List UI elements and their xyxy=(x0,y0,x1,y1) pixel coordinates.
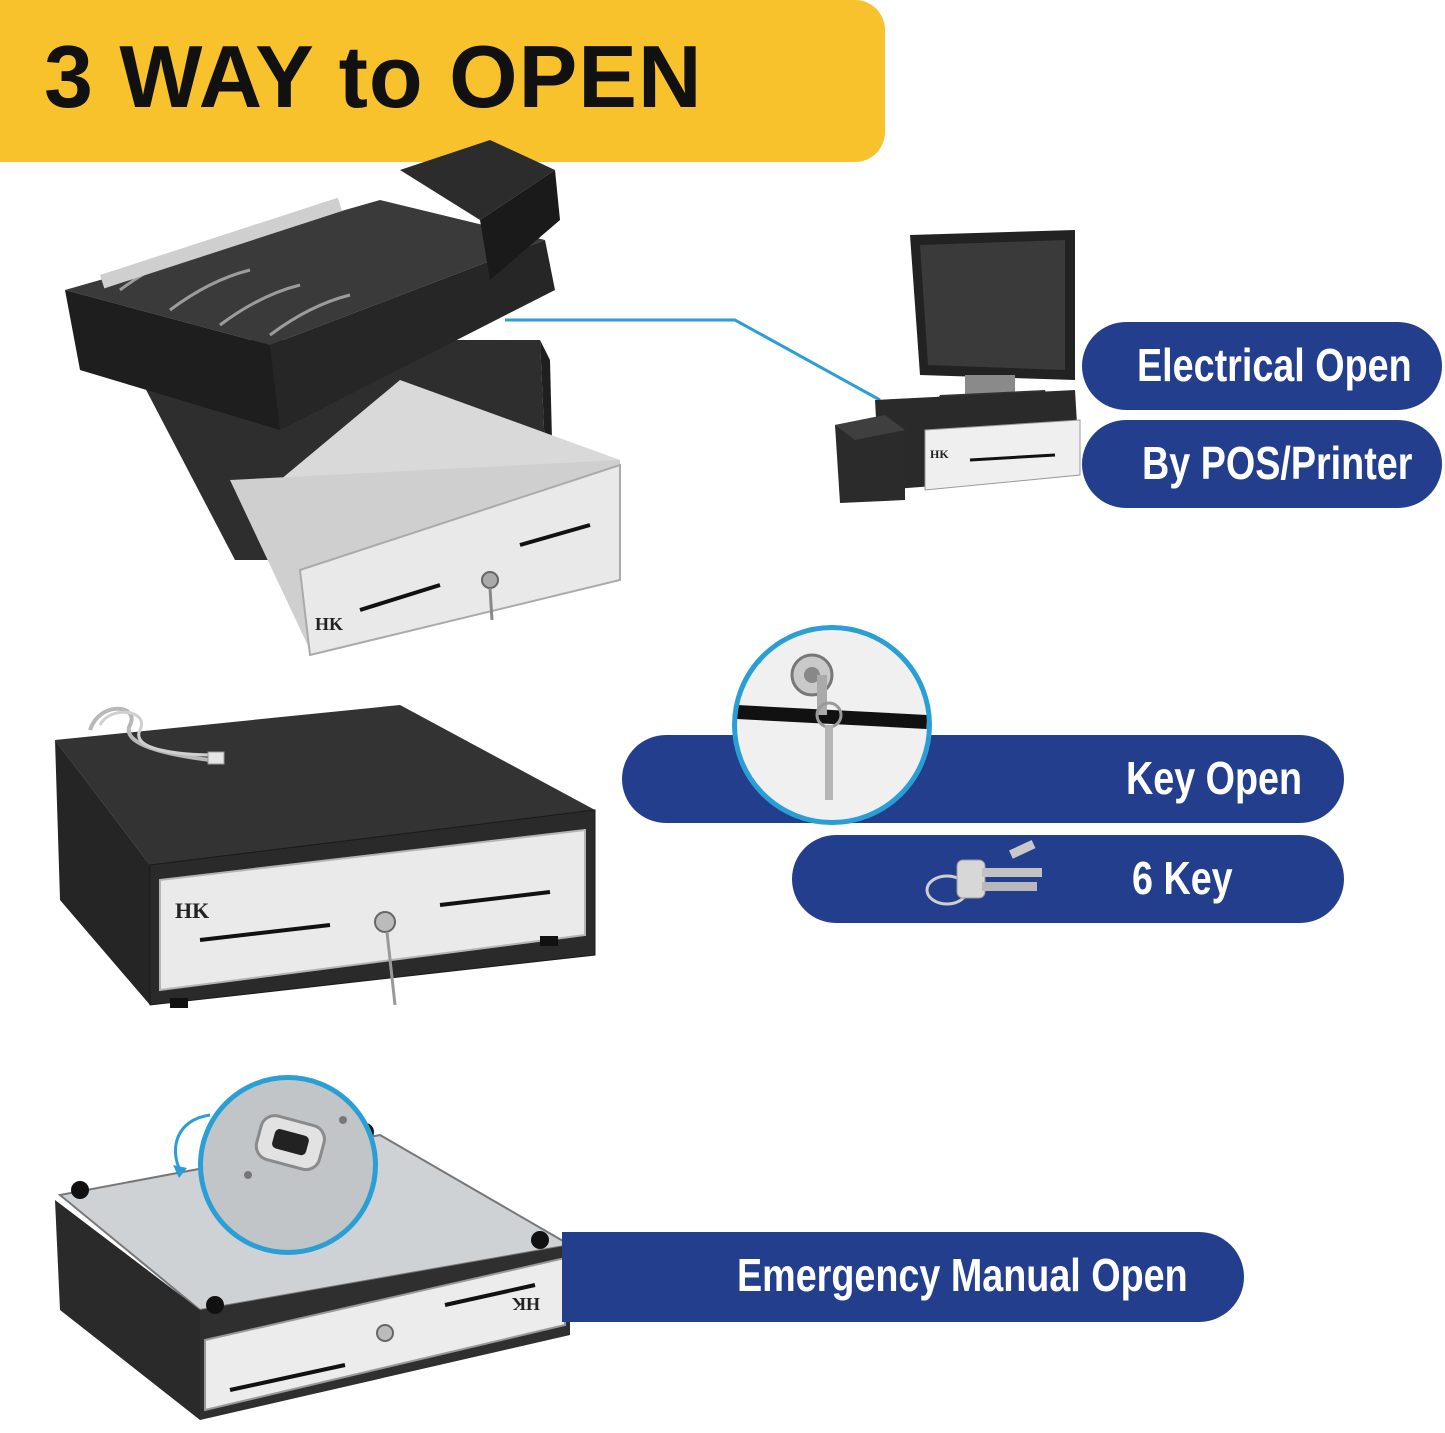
pos-terminal-image: HK xyxy=(875,230,1081,491)
svg-text:HK: HK xyxy=(512,1294,540,1314)
svg-text:HK: HK xyxy=(315,614,343,634)
by-pos-printer-label: By POS/Printer xyxy=(1142,437,1413,489)
svg-text:HK: HK xyxy=(930,447,949,461)
electrical-open-label: Electrical Open xyxy=(1137,339,1412,391)
page-title: 3 WAY to OPEN xyxy=(44,27,703,126)
six-key-pill: 6 Key xyxy=(792,835,1344,923)
keys-icon xyxy=(925,839,1042,906)
key-open-label: Key Open xyxy=(1126,752,1303,804)
curved-arrow-icon xyxy=(173,1113,211,1178)
cable-icon xyxy=(88,706,225,765)
release-lever-zoom-icon xyxy=(198,1075,378,1255)
title-banner xyxy=(0,0,885,162)
six-key-label: 6 Key xyxy=(1132,852,1233,904)
key-open-pill: Key Open xyxy=(622,735,1344,823)
svg-text:HK: HK xyxy=(175,898,209,923)
key-lock-zoom-icon xyxy=(732,625,932,825)
emergency-open-pill: Emergency Manual Open xyxy=(562,1232,1244,1322)
electrical-open-pill: Electrical Open xyxy=(1082,322,1442,410)
printer-image xyxy=(835,415,905,503)
by-pos-printer-pill: By POS/Printer xyxy=(1082,420,1442,508)
emergency-open-label: Emergency Manual Open xyxy=(737,1249,1188,1301)
cash-drawer-bottom-image: HK xyxy=(55,1123,573,1420)
cash-drawer-closed-image: HK xyxy=(55,705,596,1008)
cash-drawer-open-image: HK xyxy=(65,140,621,657)
